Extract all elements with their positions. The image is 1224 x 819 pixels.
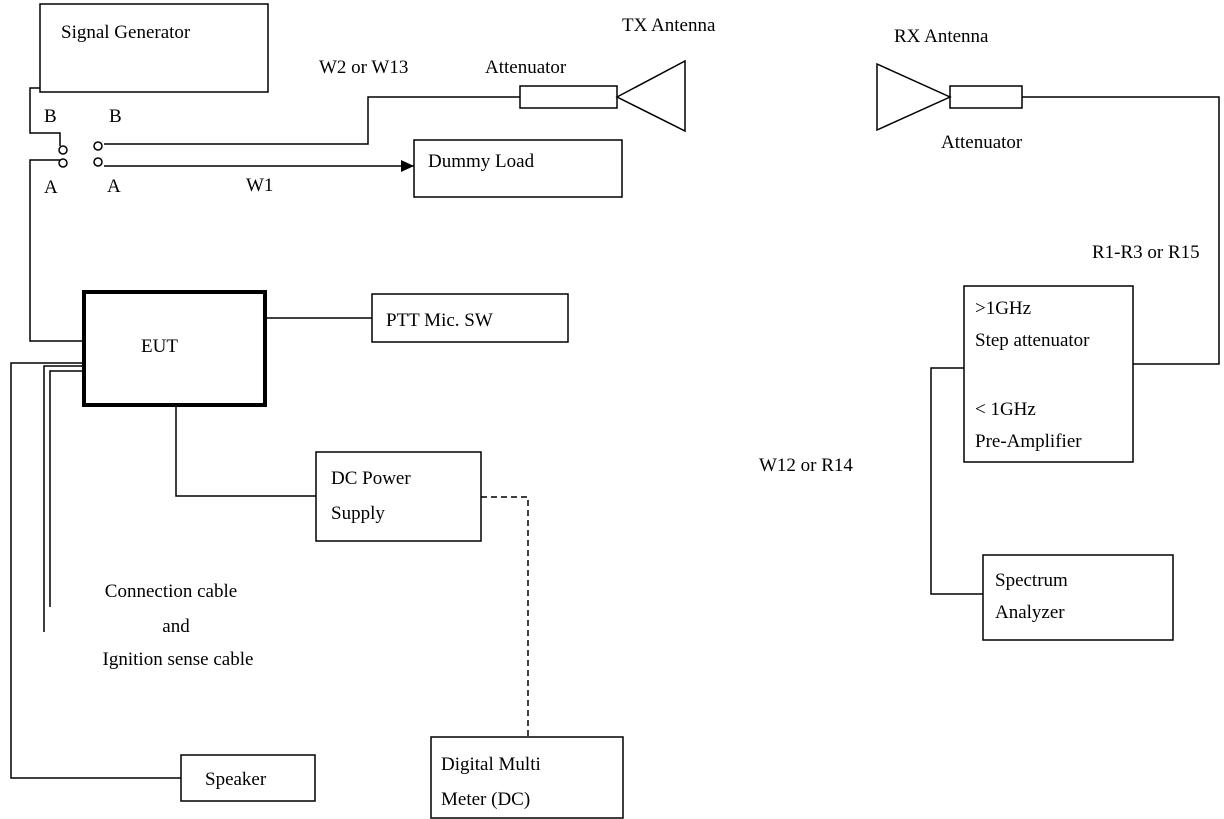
dummy-load-arrowhead [401, 160, 414, 172]
w12-r14-wire [930, 367, 983, 595]
signal-generator-label: Signal Generator [61, 22, 191, 43]
spectrum-label-2: Analyzer [995, 602, 1065, 623]
dmm-box [430, 736, 624, 819]
rx-attenuator [949, 85, 1023, 109]
spectrum-analyzer-box [982, 554, 1174, 641]
eut-to-switch-wire [29, 159, 84, 342]
spectrum-label-1: Spectrum [995, 570, 1068, 591]
w12-r14-label: W12 or R14 [759, 455, 853, 476]
rx-antenna-label: RX Antenna [894, 26, 989, 47]
step-attenuator-box [963, 285, 1134, 463]
attenuator-box-line-2: Step attenuator [975, 330, 1090, 351]
cable-label-1: Connection cable [105, 581, 237, 602]
attenuator-box-line-3: < 1GHz [975, 399, 1036, 420]
dmm-label-1: Digital Multi [441, 754, 541, 775]
eut-to-speaker-wire [10, 362, 181, 779]
dummy-load-box [413, 139, 623, 198]
eut-box [82, 290, 267, 407]
switch-a-right-label: A [107, 176, 121, 197]
cable-label-3: Ignition sense cable [103, 649, 254, 670]
dc-power-label-2: Supply [331, 503, 385, 524]
dc-power-label-1: DC Power [331, 468, 411, 489]
switch-terminal-b-right [93, 141, 103, 151]
cable-label-2: and [162, 616, 190, 637]
w2-w13-label: W2 or W13 [319, 57, 408, 78]
w2-w13-wire [104, 96, 520, 145]
tx-attenuator-label: Attenuator [485, 57, 567, 78]
dummy-load-label: Dummy Load [428, 151, 535, 172]
eut-label: EUT [141, 336, 178, 357]
rx-antenna-icon [876, 62, 952, 132]
tx-antenna-label: TX Antenna [622, 15, 716, 36]
switch-b-right-label: B [109, 106, 122, 127]
r1-r15-wire [1022, 96, 1220, 365]
r1-r15-label: R1-R3 or R15 [1092, 242, 1200, 263]
attenuator-box-line-1: >1GHz [975, 298, 1031, 319]
tx-attenuator [519, 85, 618, 109]
cable-wire-1 [43, 365, 84, 632]
switch-terminal-a-left [58, 158, 68, 168]
speaker-label: Speaker [205, 769, 267, 790]
switch-terminal-b-left [58, 145, 68, 155]
siggen-to-switch-wire [29, 87, 61, 146]
w1-label: W1 [246, 175, 273, 196]
switch-b-left-label: B [44, 106, 57, 127]
ptt-label: PTT Mic. SW [386, 310, 493, 331]
switch-a-left-label: A [44, 177, 58, 198]
rx-attenuator-label: Attenuator [941, 132, 1023, 153]
dc-to-dmm-dashed [481, 496, 529, 737]
eut-to-dc-wire [175, 405, 316, 497]
dmm-label-2: Meter (DC) [441, 789, 530, 810]
attenuator-box-line-4: Pre-Amplifier [975, 431, 1082, 452]
switch-terminal-a-right [93, 157, 103, 167]
tx-antenna-icon [615, 59, 686, 133]
dc-power-box [315, 451, 482, 542]
signal-generator-box [39, 3, 269, 93]
cable-wire-2 [49, 370, 84, 607]
